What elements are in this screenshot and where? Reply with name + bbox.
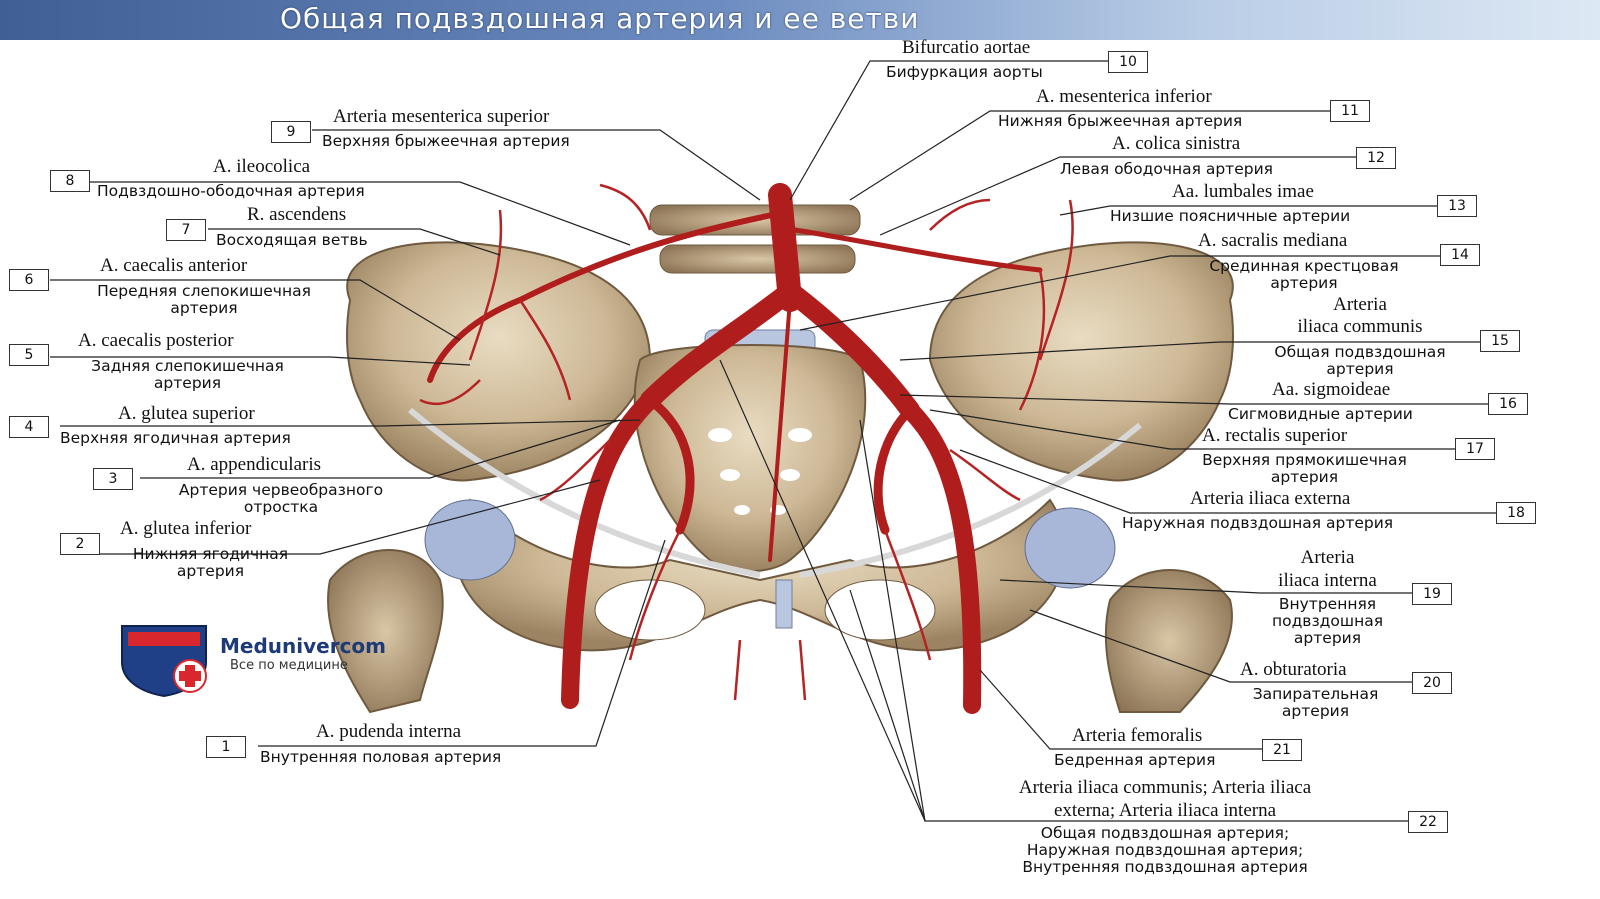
label-latin-17: A. rectalis superior — [1202, 425, 1348, 446]
label-latin-6: A. caecalis anterior — [100, 255, 248, 276]
label-number-7: 7 — [166, 219, 206, 241]
left-inguinal-ligament — [799, 422, 1142, 578]
label-latin-10: Bifurcatio aortae — [902, 37, 1031, 58]
label-number-16: 16 — [1488, 393, 1528, 415]
label-latin-11: A. mesenterica inferior — [1036, 86, 1212, 107]
label-russian-2: Нижняя ягодичная артерия — [132, 545, 289, 580]
label-russian-3: Артерия червеобразного отростка — [178, 481, 384, 516]
label-russian-13: Низшие поясничные артерии — [1110, 207, 1351, 225]
shield-cross-icon — [121, 625, 207, 698]
label-russian-12: Левая ободочная артерия — [1060, 160, 1273, 178]
label-russian-22: Общая подвздошная артерия; Наружная подв… — [1022, 824, 1308, 876]
right-femur — [327, 549, 444, 714]
label-number-20: 20 — [1412, 672, 1452, 694]
title-bar: Общая подвздошная артерия и ее ветви — [0, 0, 1600, 40]
label-latin-18: Arteria iliaca externa — [1190, 488, 1351, 509]
label-number-3: 3 — [93, 468, 133, 490]
label-number-21: 21 — [1262, 739, 1302, 761]
label-latin-15: Arteria iliaca communis — [1297, 294, 1423, 337]
label-number-14: 14 — [1440, 244, 1480, 266]
aorta — [768, 183, 802, 312]
label-latin-21: Arteria femoralis — [1072, 725, 1203, 746]
site-logo: Medunivercom Все по медицине — [118, 622, 428, 700]
label-latin-9: Arteria mesenterica superior — [333, 106, 550, 127]
label-latin-1: A. pudenda interna — [316, 721, 462, 742]
right-internal-iliac-artery — [645, 395, 695, 535]
label-russian-11: Нижняя брыжеечная артерия — [998, 112, 1243, 130]
label-number-9: 9 — [271, 121, 311, 143]
left-ilium — [928, 241, 1234, 482]
right-inguinal-ligament — [408, 407, 761, 578]
label-number-18: 18 — [1496, 502, 1536, 524]
page-title: Общая подвздошная артерия и ее ветви — [280, 2, 920, 35]
label-russian-9: Верхняя брыжеечная артерия — [322, 132, 570, 150]
label-russian-14: Срединная крестцовая артерия — [1209, 257, 1399, 292]
label-number-15: 15 — [1480, 330, 1520, 352]
right-obturator-foramen — [594, 579, 706, 641]
left-external-iliac-artery — [901, 401, 982, 714]
label-number-17: 17 — [1455, 438, 1495, 460]
label-latin-14: A. sacralis mediana — [1198, 230, 1348, 251]
median-sacral-artery — [768, 298, 792, 562]
label-number-2: 2 — [60, 533, 100, 555]
label-russian-20: Запирательная артерия — [1252, 685, 1379, 720]
label-russian-15: Общая подвздошная артерия — [1274, 343, 1446, 378]
right-common-iliac-artery — [640, 285, 795, 410]
logo-tagline: Все по медицине — [230, 658, 348, 673]
label-russian-8: Подвздошно-ободочная артерия — [97, 182, 365, 200]
label-number-4: 4 — [9, 416, 49, 438]
label-number-13: 13 — [1437, 195, 1477, 217]
label-latin-4: A. glutea superior — [118, 403, 255, 424]
label-latin-5: A. caecalis posterior — [78, 330, 234, 351]
label-russian-10: Бифуркация аорты — [886, 63, 1043, 81]
label-number-11: 11 — [1330, 100, 1370, 122]
artery-tree — [427, 183, 1043, 714]
label-number-19: 19 — [1412, 583, 1452, 605]
label-number-5: 5 — [9, 344, 49, 366]
superior-mesenteric-artery — [427, 212, 775, 383]
label-russian-21: Бедренная артерия — [1054, 751, 1216, 769]
label-russian-5: Задняя слепокишечная артерия — [91, 357, 284, 392]
left-acetabulum-cartilage — [1024, 507, 1116, 589]
label-russian-18: Наружная подвздошная артерия — [1122, 514, 1394, 532]
left-internal-iliac-artery — [873, 405, 915, 535]
label-number-6: 6 — [9, 269, 49, 291]
pubic-symphysis — [775, 579, 793, 629]
label-number-22: 22 — [1408, 811, 1448, 833]
label-russian-19: Внутренняя подвздошная артерия — [1271, 595, 1384, 647]
label-russian-7: Восходящая ветвь — [216, 231, 368, 249]
label-russian-4: Верхняя ягодичная артерия — [60, 429, 291, 447]
leader-lines — [50, 60, 1496, 822]
label-latin-12: A. colica sinistra — [1112, 133, 1241, 154]
label-latin-13: Aa. lumbales imae — [1172, 181, 1314, 202]
label-latin-20: A. obturatoria — [1240, 659, 1347, 680]
label-russian-6: Передняя слепокишечная артерия — [97, 282, 311, 317]
right-acetabulum-cartilage — [424, 499, 516, 581]
logo-name: Medunivercom — [220, 634, 387, 658]
artery-branches — [419, 183, 1074, 701]
lumbar-vertebra-2 — [659, 244, 856, 274]
label-latin-8: A. ileocolica — [213, 156, 311, 177]
right-external-iliac-artery — [561, 391, 659, 709]
label-number-8: 8 — [50, 170, 90, 192]
label-latin-16: Aa. sigmoideae — [1272, 379, 1391, 400]
inferior-mesenteric-artery — [792, 227, 1043, 273]
label-number-10: 10 — [1108, 51, 1148, 73]
label-latin-3: A. appendicularis — [187, 454, 322, 475]
label-number-1: 1 — [206, 736, 246, 758]
label-russian-1: Внутренняя половая артерия — [260, 748, 502, 766]
label-russian-17: Верхняя прямокишечная артерия — [1202, 451, 1407, 486]
label-number-12: 12 — [1356, 147, 1396, 169]
label-latin-19: Arteria iliaca interna — [1278, 547, 1377, 591]
left-femur — [1104, 569, 1233, 713]
label-latin-2: A. glutea inferior — [120, 518, 252, 539]
label-latin-7: R. ascendens — [247, 204, 347, 225]
left-common-iliac-artery — [785, 285, 920, 420]
label-russian-16: Сигмовидные артерии — [1228, 405, 1413, 423]
label-latin-22: Arteria iliaca communis; Arteria iliaca … — [1018, 777, 1312, 821]
left-obturator-foramen — [824, 579, 936, 641]
